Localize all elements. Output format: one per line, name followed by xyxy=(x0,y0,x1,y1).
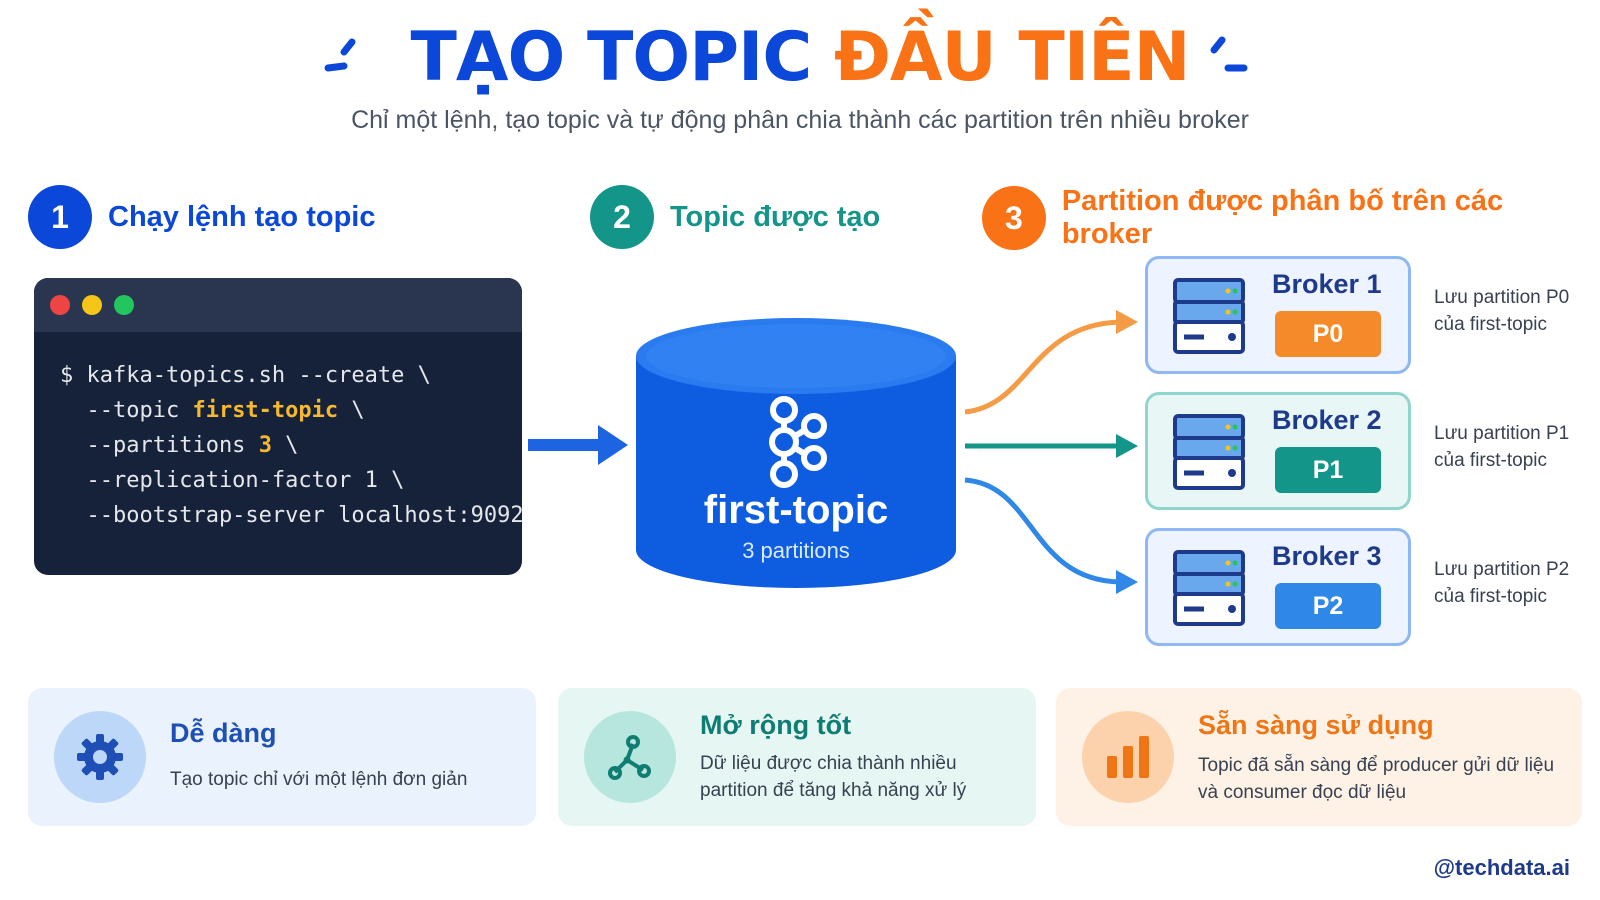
code-line-2-prefix: --topic xyxy=(60,398,193,423)
card-1-description: Tạo topic chỉ với một lệnh đơn giản xyxy=(170,766,467,793)
broker-2-note: Lưu partition P1 của first-topic xyxy=(1434,420,1569,474)
code-topic-name: first-topic xyxy=(192,398,339,423)
brand-watermark: @techdata.ai xyxy=(1433,855,1570,880)
broker-3-card: Broker 3 P2 xyxy=(1145,528,1411,646)
server-icon xyxy=(1173,278,1245,354)
topic-to-broker-3-arrow xyxy=(964,477,1138,594)
close-dot-icon[interactable] xyxy=(50,295,70,315)
server-icon xyxy=(1173,414,1245,490)
page-subtitle: Chỉ một lệnh, tạo topic và tự động phân … xyxy=(351,106,1249,134)
minimize-dot-icon[interactable] xyxy=(82,295,102,315)
broker-3-note-line-2: của first-topic xyxy=(1434,586,1547,607)
topic-partitions-label: 3 partitions xyxy=(742,538,850,563)
card-3-description: Topic đã sẵn sàng để producer gửi dữ liệ… xyxy=(1198,752,1554,806)
broker-1-name: Broker 1 xyxy=(1272,269,1382,299)
feature-card-scalable: Mở rộng tốt Dữ liệu được chia thành nhiề… xyxy=(558,688,1036,826)
step-3: 3 Partition được phân bố trên các broker xyxy=(982,185,1600,251)
card-2-title: Mở rộng tốt xyxy=(700,710,852,740)
card-3-desc-line-2: và consumer đọc dữ liệu xyxy=(1198,782,1407,803)
terminal-window: $ kafka-topics.sh --create \ --topic fir… xyxy=(34,278,522,575)
card-2-desc-line-2: partition để tăng khả năng xử lý xyxy=(700,780,967,801)
step-1-number: 1 xyxy=(28,185,92,249)
partition-p0-badge: P0 xyxy=(1275,311,1381,357)
maximize-dot-icon[interactable] xyxy=(114,295,134,315)
topic-cylinder xyxy=(636,318,956,588)
gear-icon xyxy=(54,711,146,803)
share-nodes-icon xyxy=(584,711,676,803)
broker-1-note-line-1: Lưu partition P0 xyxy=(1434,287,1570,308)
left-sparkle-icon xyxy=(324,38,356,72)
bar-chart-icon xyxy=(1082,711,1174,803)
code-line-5: --bootstrap-server localhost:9092 xyxy=(60,503,522,528)
step-2: 2 Topic được tạo xyxy=(590,185,880,249)
feature-card-ready: Sẵn sàng sử dụng Topic đã sẵn sàng để pr… xyxy=(1056,688,1582,826)
kafka-logo-icon xyxy=(769,396,827,488)
code-line-3-prefix: --partitions xyxy=(60,433,259,458)
broker-3-name: Broker 3 xyxy=(1272,541,1382,571)
step-3-label: Partition được phân bố trên các broker xyxy=(1061,185,1504,250)
terminal-to-topic-arrow xyxy=(528,425,628,465)
code-line-2-suffix: \ xyxy=(338,398,365,423)
card-2-description: Dữ liệu được chia thành nhiều partition … xyxy=(700,750,966,804)
code-partition-count: 3 xyxy=(258,433,272,458)
step-2-number: 2 xyxy=(590,185,654,249)
title-part-2: ĐẦU TIÊN xyxy=(833,18,1191,97)
code-line-1: $ kafka-topics.sh --create \ xyxy=(60,363,431,388)
topic-name: first-topic xyxy=(703,488,889,532)
broker-2-card: Broker 2 P1 xyxy=(1145,392,1411,510)
command-code: $ kafka-topics.sh --create \ --topic fir… xyxy=(34,332,522,533)
step-3-number: 3 xyxy=(982,186,1046,250)
broker-1-note: Lưu partition P0 của first-topic xyxy=(1434,284,1569,338)
broker-3-note-line-1: Lưu partition P2 xyxy=(1434,559,1570,580)
server-icon xyxy=(1173,550,1245,626)
partition-p2-badge: P2 xyxy=(1275,583,1381,629)
step-1: 1 Chạy lệnh tạo topic xyxy=(28,185,375,249)
page-title: TẠO TOPIC ĐẦU TIÊN xyxy=(0,18,1600,98)
broker-1-card: Broker 1 P0 xyxy=(1145,256,1411,374)
broker-2-note-line-2: của first-topic xyxy=(1434,450,1547,471)
code-line-4: --replication-factor 1 \ xyxy=(60,468,405,493)
topic-to-broker-1-arrow xyxy=(964,310,1138,415)
card-2-desc-line-1: Dữ liệu được chia thành nhiều xyxy=(700,753,957,774)
terminal-title-bar xyxy=(34,278,522,332)
card-1-title: Dễ dàng xyxy=(170,718,277,748)
feature-card-easy: Dễ dàng Tạo topic chỉ với một lệnh đơn g… xyxy=(28,688,536,826)
title-part-1: TẠO TOPIC xyxy=(410,18,813,97)
broker-2-name: Broker 2 xyxy=(1272,405,1382,435)
step-2-label: Topic được tạo xyxy=(670,200,881,233)
card-3-title: Sẵn sàng sử dụng xyxy=(1198,710,1434,740)
right-sparkle-icon xyxy=(1210,36,1248,72)
topic-to-broker-2-arrow xyxy=(965,434,1138,458)
step-1-label: Chạy lệnh tạo topic xyxy=(108,200,376,233)
broker-3-note: Lưu partition P2 của first-topic xyxy=(1434,556,1569,610)
broker-2-note-line-1: Lưu partition P1 xyxy=(1434,423,1570,444)
partition-p1-badge: P1 xyxy=(1275,447,1381,493)
broker-1-note-line-2: của first-topic xyxy=(1434,314,1547,335)
card-3-desc-line-1: Topic đã sẵn sàng để producer gửi dữ liệ… xyxy=(1198,755,1555,776)
code-line-3-suffix: \ xyxy=(271,433,299,458)
card-1-desc-line-1: Tạo topic chỉ với một lệnh đơn giản xyxy=(170,769,468,790)
